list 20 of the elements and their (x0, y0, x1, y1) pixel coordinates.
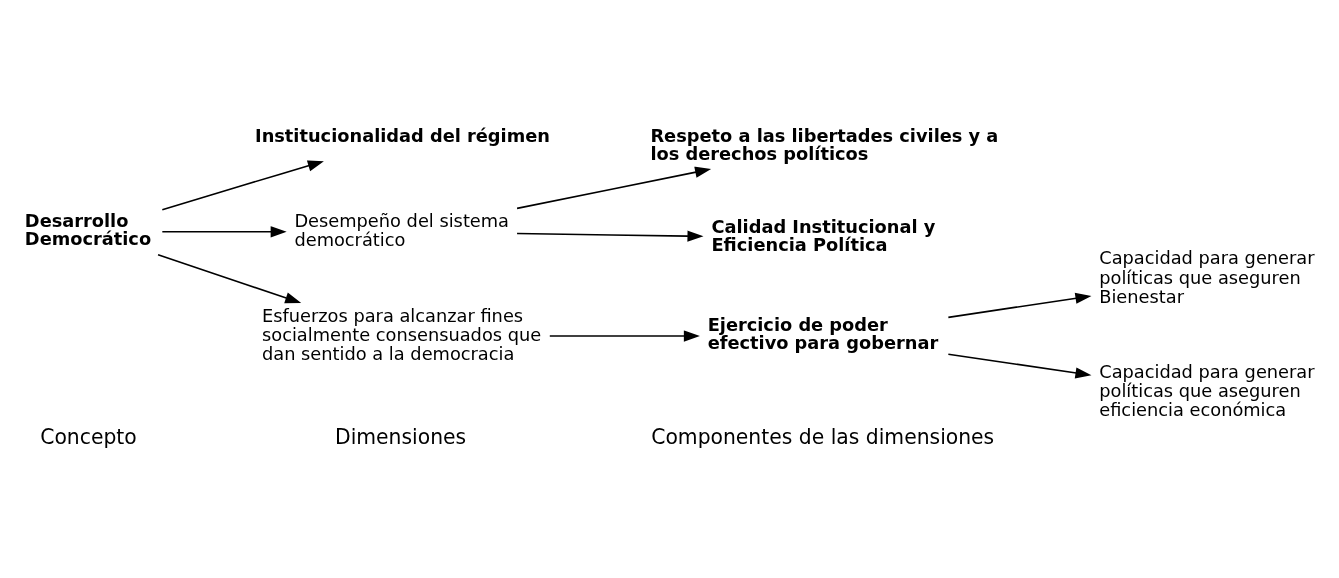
arrow (947, 292, 1092, 319)
arrow (516, 166, 712, 210)
node-text: Capacidad para generar políticas que aseguren Bienestar (1099, 247, 1315, 307)
arrow (161, 160, 324, 211)
label: Componentes de las dimensiones (651, 424, 995, 449)
arrow (947, 353, 1092, 379)
node-text: Capacidad para generar políticas que aseguren eficiencia económica (1099, 360, 1315, 420)
label: Dimensiones (335, 424, 467, 449)
node-text: Respeto a las libertades civiles y a los derechos políticos (650, 124, 999, 164)
node-text: Desarrollo Democrático (24, 209, 152, 249)
node-text: Institucionalidad del régimen (255, 125, 550, 147)
node-text: Esfuerzos para alcanzar fines socialmente consensuados que dan sentido a la democracia (262, 304, 542, 364)
label: Concepto (40, 424, 137, 449)
node-text: Desempeño del sistema democrático (294, 209, 510, 251)
node-text: Calidad Institucional y Eficiencia Política (711, 216, 936, 256)
arrow (161, 226, 287, 238)
arrow (548, 330, 700, 342)
arrow (516, 230, 704, 242)
arrow (157, 253, 302, 304)
node-text: Ejercicio de poder efectivo para gobernar (707, 314, 939, 354)
